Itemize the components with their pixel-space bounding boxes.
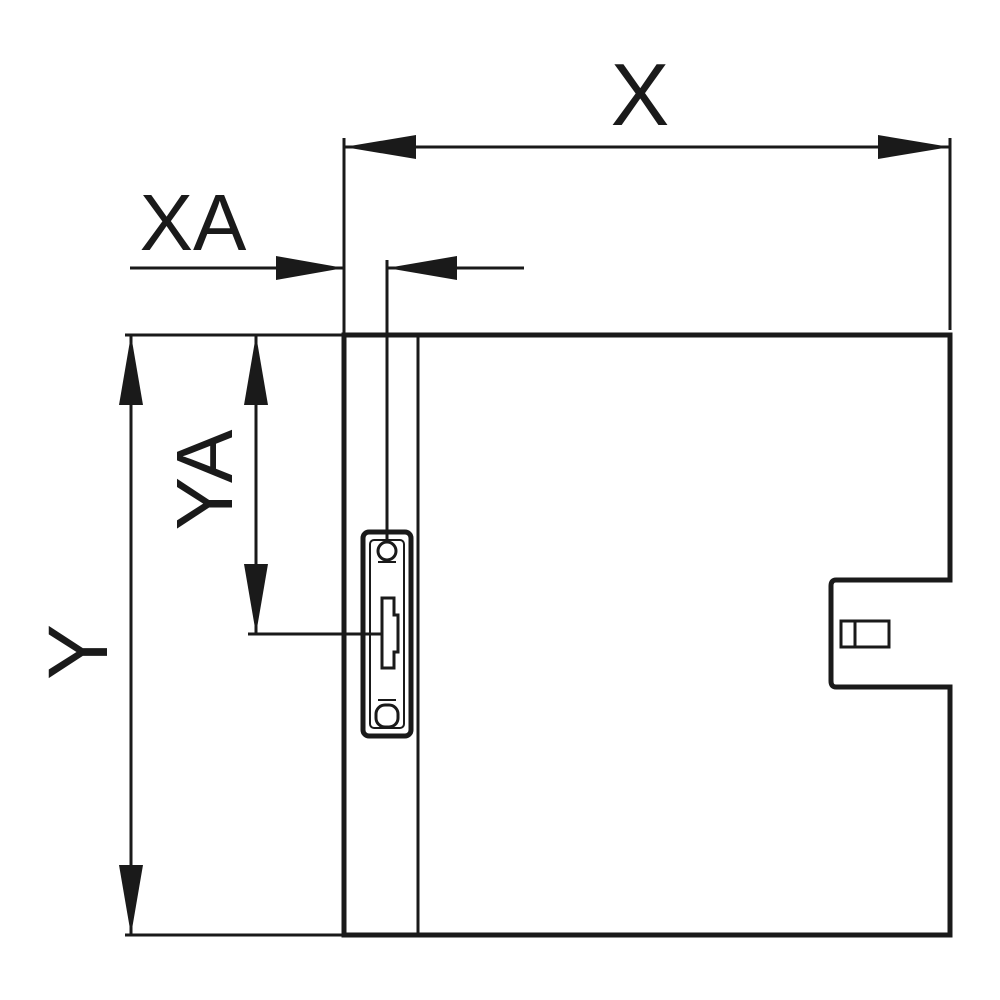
connector-tab bbox=[839, 619, 891, 649]
label-ya: YA bbox=[160, 429, 249, 530]
label-y: Y bbox=[31, 624, 125, 680]
dimension-xa bbox=[130, 256, 524, 280]
dimension-y bbox=[119, 335, 143, 935]
dimension-x bbox=[344, 135, 950, 159]
dimension-ya bbox=[244, 335, 268, 634]
label-xa: XA bbox=[140, 178, 247, 267]
housing-outline bbox=[341, 332, 953, 938]
label-x: X bbox=[611, 45, 670, 144]
